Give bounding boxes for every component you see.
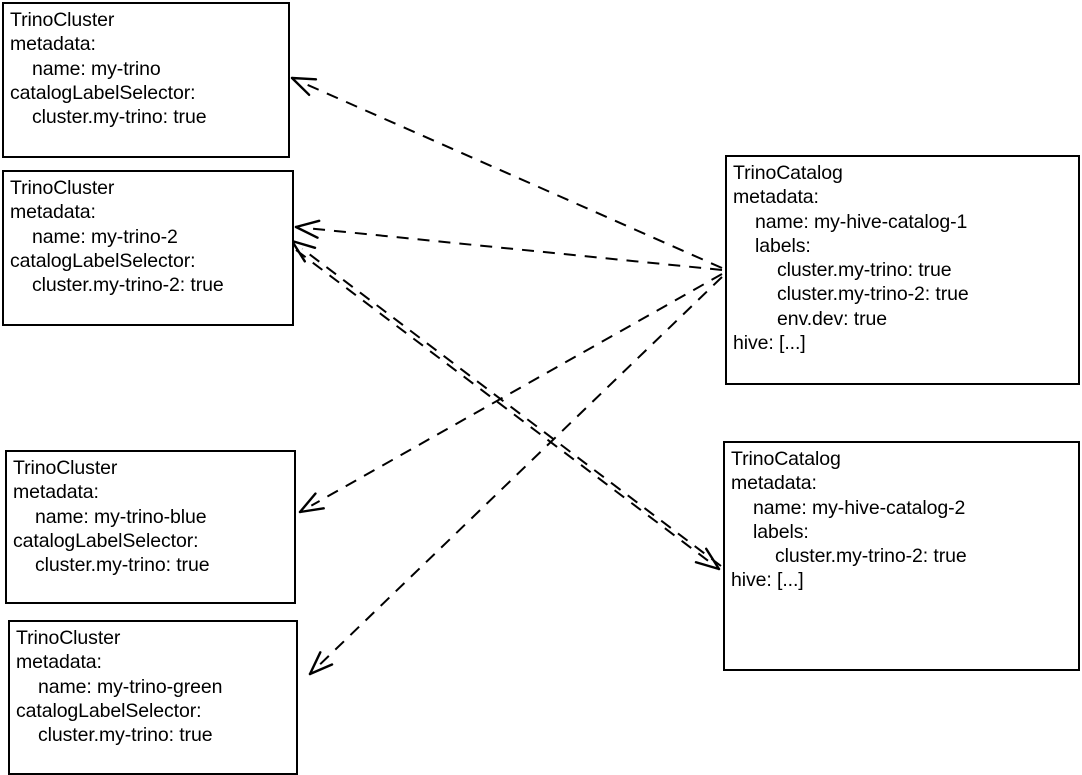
node-field-line: name: my-trino-blue [35, 505, 207, 528]
node-field-line: name: my-trino-2 [32, 225, 178, 248]
edge-shaft [308, 227, 723, 271]
node-field-line: name: my-hive-catalog-2 [753, 496, 966, 519]
node-field-line: metadata: [10, 33, 96, 56]
node-field-line: cluster.my-trino: true [38, 724, 213, 747]
edge-shaft [318, 276, 723, 666]
node-kind-label: TrinoCatalog [733, 162, 843, 184]
node-field-line: cluster.my-trino-2: true [777, 283, 969, 306]
node-field-line: hive: [...] [731, 569, 804, 592]
edge-shaft [301, 248, 722, 567]
node-field-line: catalogLabelSelector: [13, 529, 199, 552]
node-kind-label: TrinoCluster [13, 457, 118, 479]
node-field-line: metadata: [731, 472, 817, 495]
edge-shaft [303, 82, 723, 269]
node-field-line: cluster.my-trino-2: true [775, 545, 967, 568]
node-field-line: cluster.my-trino: true [35, 554, 210, 577]
node-field-line: catalogLabelSelector: [16, 699, 202, 722]
node-field-line: metadata: [10, 201, 96, 224]
node-kind-label: TrinoCatalog [731, 448, 841, 470]
edge-arrowhead-barb [308, 651, 322, 676]
edge-shaft [295, 249, 710, 562]
edge-arrowhead-barb [694, 561, 721, 571]
edge-catalog1-to-cluster-my-trino-green [308, 276, 723, 676]
edge-catalog1-to-cluster-my-trino [290, 76, 723, 269]
node-kind-label: TrinoCluster [10, 9, 115, 31]
node-kind-label: TrinoCluster [16, 627, 121, 649]
edge-catalog1-to-cluster-my-trino-blue [298, 273, 723, 514]
edge-arrowhead-barb [290, 239, 317, 250]
node-field-line: name: my-hive-catalog-1 [755, 210, 968, 233]
edge-arrowhead-barb [290, 76, 318, 81]
node-field-line: hive: [...] [733, 332, 806, 355]
edge-shaft [310, 273, 723, 507]
node-field-line: metadata: [733, 186, 819, 209]
edge-arrowhead-barb [298, 507, 325, 514]
node-field-line: name: my-trino [32, 57, 161, 80]
edge-catalog1-to-cluster-my-trino-2-a [294, 219, 723, 271]
node-field-line: metadata: [16, 651, 102, 674]
node-field-line: labels: [755, 234, 811, 257]
node-field-line: name: my-trino-green [38, 675, 223, 698]
edge-catalog2-to-cluster-my-trino-2-b [290, 239, 722, 567]
node-field-line: metadata: [13, 481, 99, 504]
node-field-line: cluster.my-trino: true [777, 259, 952, 282]
edge-arrowhead-barb [290, 76, 311, 97]
edge-arrowhead-barb [294, 219, 321, 229]
edge-arrowhead-barb [294, 225, 319, 239]
edge-arrowhead-barb [298, 492, 317, 514]
node-field-line: cluster.my-trino-2: true [32, 274, 224, 297]
edge-arrowhead-barb [308, 663, 334, 676]
node-field-line: cluster.my-trino: true [32, 106, 207, 129]
node-field-line: catalogLabelSelector: [10, 81, 196, 104]
node-kind-label: TrinoCluster [10, 177, 115, 199]
node-field-line: labels: [753, 520, 809, 543]
node-field-line: env.dev: true [777, 307, 887, 330]
node-field-line: catalogLabelSelector: [10, 249, 196, 272]
edge-arrowhead-barb [704, 547, 721, 571]
edge-cluster-my-trino-2-to-catalog2 [295, 249, 721, 571]
